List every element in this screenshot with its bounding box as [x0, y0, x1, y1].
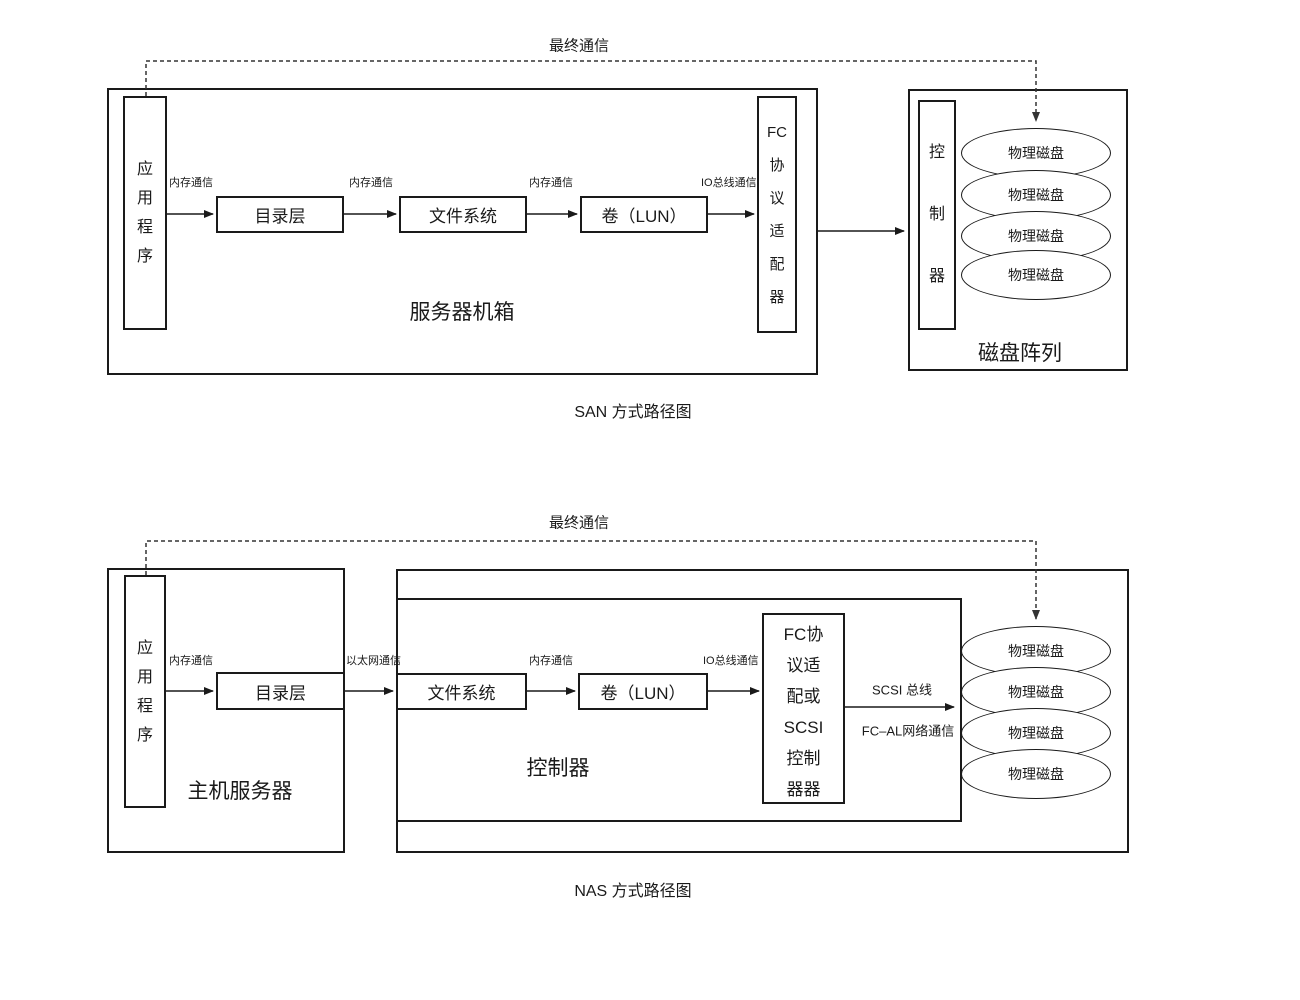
san-final-comm-label: 最终通信	[548, 37, 610, 55]
nas-physical-disk-2-label: 物理磁盘	[1008, 684, 1064, 700]
san-arrow-label-io-bus: IO总线通信	[701, 177, 757, 189]
san-physical-disk-4-label: 物理磁盘	[1008, 267, 1064, 283]
nas-controller-title: 控制器	[526, 757, 590, 780]
nas-scsi-bus-label: SCSI 总线	[872, 682, 932, 698]
san-fc-adapter-box: FC 协 议 适 配 器	[757, 96, 797, 333]
san-arrow-label-memory-1: 内存通信	[169, 177, 213, 189]
nas-arrow-label-memory-1: 内存通信	[169, 655, 213, 667]
san-arrow-label-memory-2: 内存通信	[349, 177, 393, 189]
san-caption: SAN 方式路径图	[574, 404, 692, 421]
san-physical-disk-2-label: 物理磁盘	[1008, 187, 1064, 203]
san-physical-disk-1-label: 物理磁盘	[1008, 145, 1064, 161]
nas-fc-al-label: FC–AL网络通信	[861, 723, 955, 739]
nas-fc-scsi-box: FC协 议适 配或 SCSI 控制 器器	[762, 613, 845, 804]
nas-physical-disk-4-label: 物理磁盘	[1008, 766, 1064, 782]
san-arrow-label-memory-3: 内存通信	[529, 177, 573, 189]
nas-controller-box	[396, 598, 962, 822]
nas-arrow-label-memory-2: 内存通信	[529, 655, 573, 667]
san-directory-layer-box: 目录层	[216, 196, 344, 233]
nas-volume-lun-box: 卷（LUN）	[578, 673, 708, 710]
nas-arrow-label-ethernet: 以太网通信	[346, 655, 401, 667]
san-filesystem-box: 文件系统	[399, 196, 527, 233]
nas-physical-disk-3-label: 物理磁盘	[1008, 725, 1064, 741]
nas-physical-disk-1-label: 物理磁盘	[1008, 643, 1064, 659]
nas-directory-layer-box: 目录层	[216, 672, 345, 710]
nas-filesystem-box: 文件系统	[396, 673, 527, 710]
nas-caption: NAS 方式路径图	[574, 883, 692, 900]
san-chassis-title: 服务器机箱	[409, 301, 515, 324]
nas-arrow-label-io-bus: IO总线通信	[703, 655, 759, 667]
san-array-controller-box: 控 制 器	[918, 100, 956, 330]
nas-physical-disk-4: 物理磁盘	[961, 749, 1111, 799]
nas-application-box: 应 用 程 序	[124, 575, 166, 808]
san-physical-disk-4: 物理磁盘	[961, 250, 1111, 300]
san-volume-lun-box: 卷（LUN）	[580, 196, 708, 233]
san-disk-array-title: 磁盘阵列	[978, 342, 1062, 365]
san-application-box: 应 用 程 序	[123, 96, 167, 330]
nas-final-comm-label: 最终通信	[548, 514, 610, 532]
san-physical-disk-3-label: 物理磁盘	[1008, 228, 1064, 244]
nas-host-server-title: 主机服务器	[187, 780, 293, 803]
